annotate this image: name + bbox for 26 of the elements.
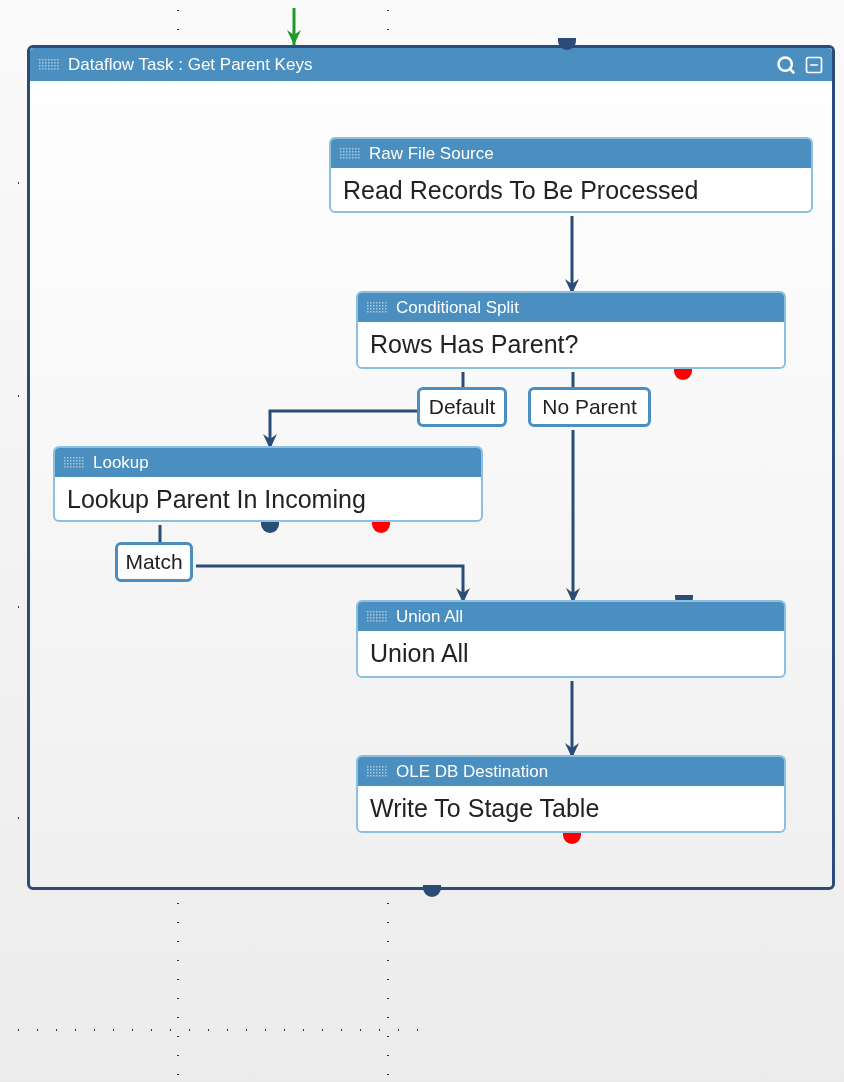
path-label: Default xyxy=(417,387,507,427)
data-path-arrow xyxy=(565,216,579,294)
data-path-arrow xyxy=(287,8,301,45)
component-type: Union All xyxy=(396,605,464,628)
component-type: OLE DB Destination xyxy=(396,760,549,783)
container-title: Dataflow Task : Get Parent Keys xyxy=(68,53,313,76)
component-box xyxy=(356,600,786,678)
component-name: Rows Has Parent? xyxy=(369,329,580,360)
dataflow-task-container xyxy=(27,45,835,890)
data-path-arrow xyxy=(263,409,420,449)
component-box xyxy=(356,755,786,833)
component-box xyxy=(53,446,483,522)
component-type: Lookup xyxy=(93,451,149,474)
data-path-arrow xyxy=(196,564,470,603)
component-type: Raw File Source xyxy=(369,142,494,165)
path-label: No Parent xyxy=(528,387,651,427)
component-box xyxy=(356,291,786,369)
component-name: Write To Stage Table xyxy=(369,793,601,824)
component-name: Read Records To Be Processed xyxy=(342,175,700,206)
path-label: Match xyxy=(115,542,193,582)
component-name: Lookup Parent In Incoming xyxy=(66,484,367,515)
data-path-arrow xyxy=(566,430,580,603)
component-name: Union All xyxy=(369,638,470,669)
component-type: Conditional Split xyxy=(396,296,519,319)
component-box xyxy=(329,137,813,213)
data-path-arrow xyxy=(565,681,579,758)
